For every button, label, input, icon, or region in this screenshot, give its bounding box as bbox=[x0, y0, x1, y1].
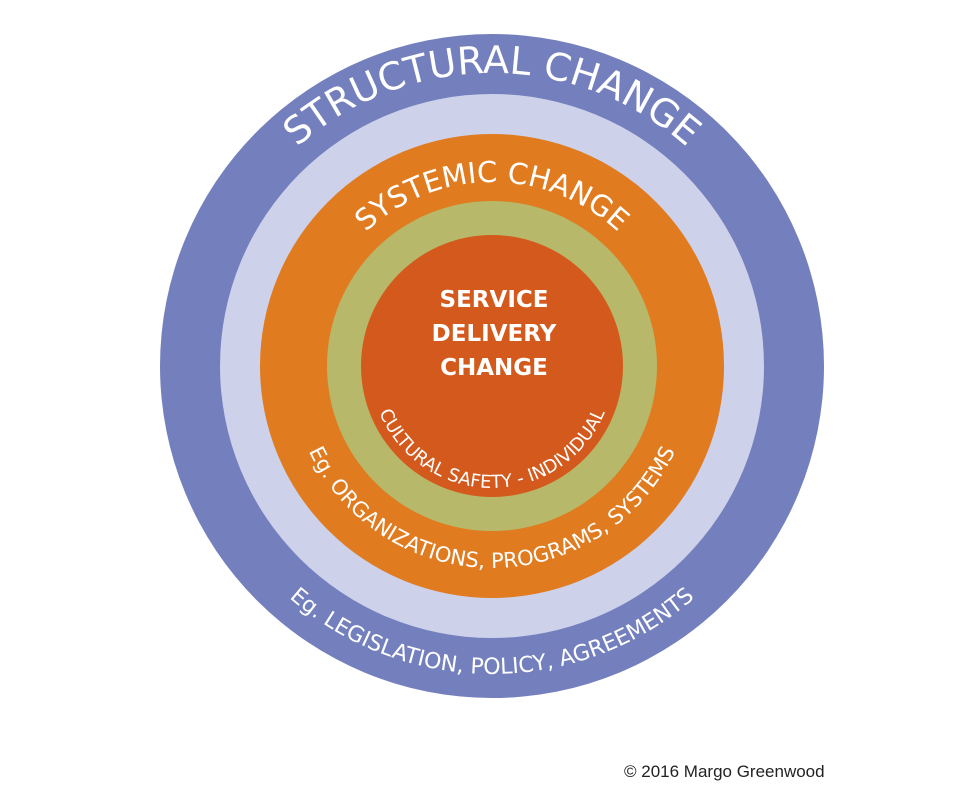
copyright-notice: © 2016 Margo Greenwood bbox=[624, 762, 825, 781]
service-label-line3: CHANGE bbox=[440, 355, 548, 381]
service-label-line1: SERVICE bbox=[440, 287, 549, 313]
service-delivery-core bbox=[361, 235, 623, 497]
service-label-line2: DELIVERY bbox=[432, 321, 557, 347]
